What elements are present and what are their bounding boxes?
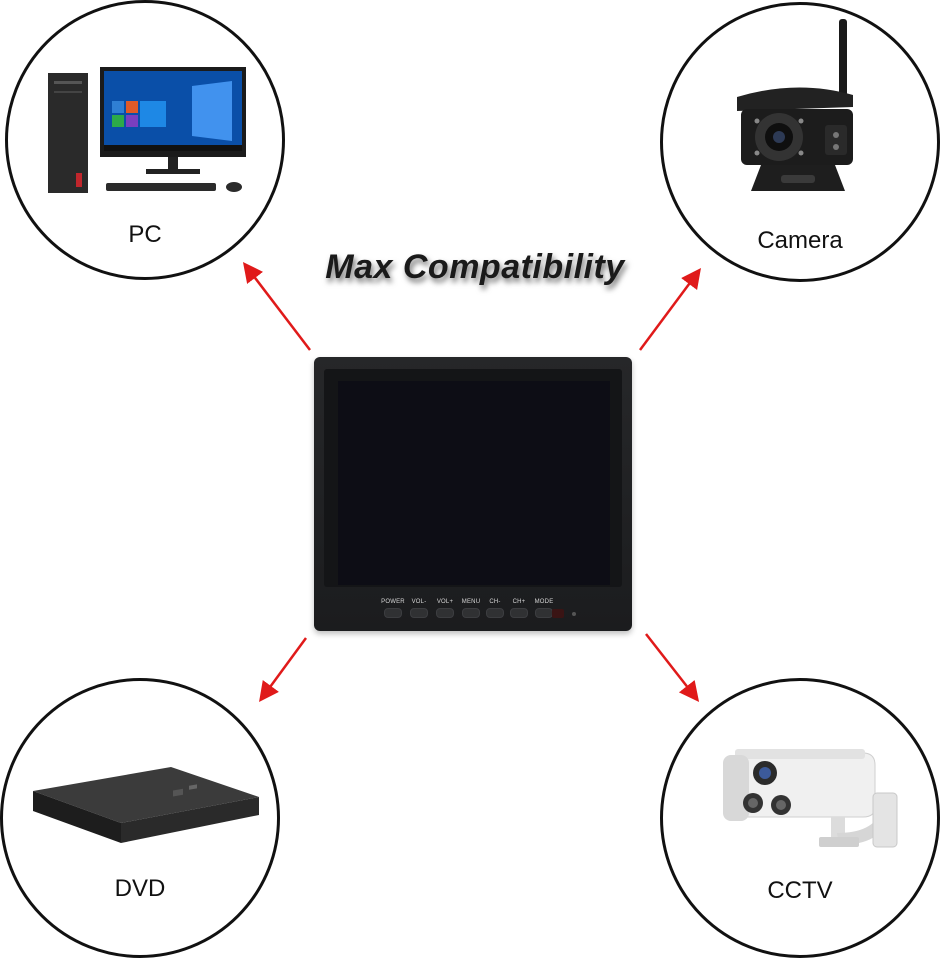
- arrow-to-dvd: [259, 637, 308, 703]
- camera-label: Camera: [757, 227, 843, 254]
- ch-down-button[interactable]: CH-: [480, 599, 510, 623]
- dvd-player-illustration: [33, 767, 259, 843]
- pc-label: PC: [128, 221, 162, 248]
- arrow-to-pc: [242, 262, 311, 351]
- cctv-camera-illustration: [723, 749, 898, 848]
- headline-title: Max Compatibility: [325, 248, 625, 286]
- menu-button[interactable]: MENU: [456, 599, 486, 623]
- ir-sensor: [552, 609, 564, 618]
- dvd-label: DVD: [114, 875, 166, 902]
- camera-circle: Camera: [660, 2, 940, 282]
- lcd-monitor: POWER VOL- VOL+ MENU CH- CH+ MODE: [314, 357, 632, 631]
- pc-circle: PC: [5, 0, 285, 280]
- ch-up-button[interactable]: CH+: [504, 599, 534, 623]
- vol-up-button[interactable]: VOL+: [430, 599, 460, 623]
- dvd-circle: DVD: [0, 678, 280, 958]
- arrow-to-cctv: [645, 633, 700, 702]
- monitor-screen: [338, 381, 610, 585]
- monitor-button-row: POWER VOL- VOL+ MENU CH- CH+ MODE: [374, 599, 604, 625]
- arrow-to-camera: [638, 267, 701, 351]
- cctv-circle: CCTV: [660, 678, 940, 958]
- cctv-label: CCTV: [767, 877, 833, 904]
- vol-down-button[interactable]: VOL-: [404, 599, 434, 623]
- camera-illustration: [737, 19, 853, 191]
- power-led: [572, 612, 576, 616]
- pc-illustration: [48, 67, 246, 193]
- power-button[interactable]: POWER: [378, 599, 408, 623]
